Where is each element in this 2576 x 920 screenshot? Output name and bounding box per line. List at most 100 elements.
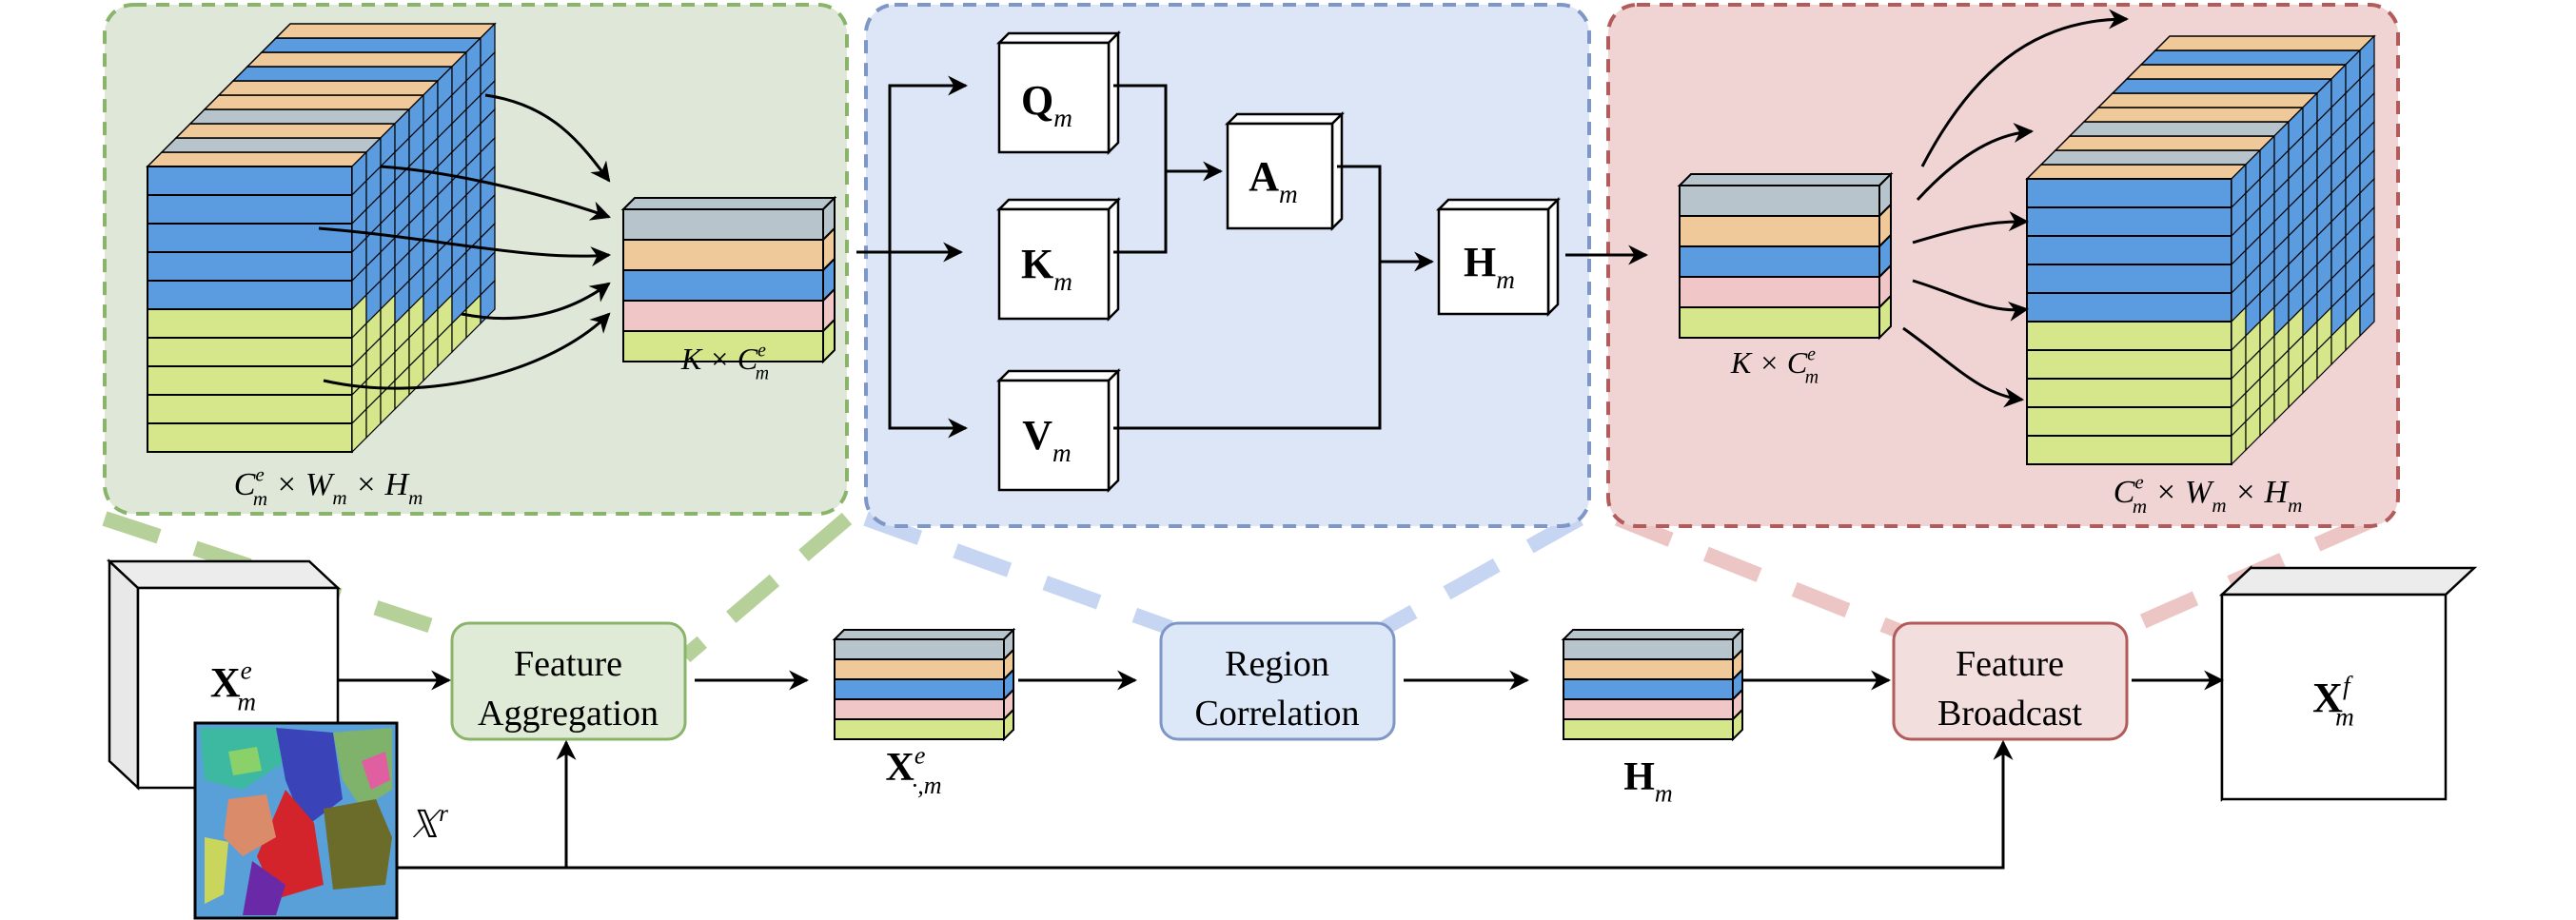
stack-row	[834, 718, 1005, 740]
stack-row	[834, 638, 1005, 660]
cube-front-row	[2026, 178, 2232, 208]
stack-top	[832, 629, 1016, 640]
stack-row	[1563, 678, 1734, 700]
stack-row	[1563, 658, 1734, 680]
panel-connectors	[102, 511, 2373, 663]
stack-top	[1677, 173, 1894, 186]
attention-arrows	[856, 75, 1649, 439]
cube-side-cell	[480, 279, 496, 325]
box-top	[1224, 112, 1346, 126]
cube-front-row	[2026, 235, 2232, 265]
cube-top-slice	[203, 94, 425, 110]
box-front	[997, 41, 1111, 154]
cube-top-slice	[2153, 35, 2376, 51]
pipeline-arrows	[338, 670, 2225, 870]
aggregation-line2: Aggregation	[478, 694, 659, 734]
stack-row	[1563, 638, 1734, 660]
label-v: Vm	[1022, 412, 1071, 467]
stack-side	[1732, 707, 1743, 742]
stack-row	[1679, 306, 1880, 339]
stack-row	[834, 658, 1005, 680]
cube-top-slice	[2082, 107, 2305, 123]
box-front	[1437, 207, 1550, 316]
cube-front-row	[147, 223, 353, 253]
cube-top-slice	[246, 51, 468, 68]
box-top	[1435, 198, 1562, 211]
stack-row	[622, 330, 824, 362]
cube-top-slice	[2054, 135, 2276, 151]
correlation-line1: Region	[1225, 644, 1329, 684]
label-xr: 𝕏r	[408, 801, 448, 846]
cube-front-row	[2026, 406, 2232, 437]
aggregation-line1: Feature	[514, 644, 622, 684]
cube-front-row	[2026, 349, 2232, 380]
correlated-features-stack	[1561, 627, 1745, 742]
cube-front-row	[2026, 264, 2232, 294]
region-correlation-module[interactable]: Region Correlation	[1159, 621, 1396, 741]
cube-top-slice	[260, 37, 482, 53]
stack-side	[822, 317, 836, 364]
box-front	[997, 207, 1111, 321]
stack-row	[1563, 698, 1734, 720]
cube-top-slice	[160, 137, 383, 153]
stack-row	[834, 678, 1005, 700]
cube-top-slice	[274, 23, 497, 39]
broadcast-arrows	[1902, 9, 2130, 408]
stack-row	[1679, 185, 1880, 217]
feature-broadcast-module[interactable]: Feature Broadcast	[1892, 621, 2129, 741]
cube-front-row	[147, 365, 353, 396]
cube-top-slice	[231, 66, 454, 82]
region-features-stack-broadcast	[1677, 171, 1894, 341]
cube-top-slice	[146, 151, 368, 167]
cube-front-row	[2026, 206, 2232, 237]
stack-side	[1878, 293, 1892, 341]
box-front	[1226, 122, 1334, 230]
broadcast-line1: Feature	[1956, 644, 2064, 684]
box-top	[995, 198, 1122, 211]
stack-row	[1679, 276, 1880, 308]
stack-row	[622, 239, 824, 271]
label-h_top: Hm	[1464, 239, 1515, 294]
region-segmentation-image	[193, 721, 399, 920]
cube-front-row	[147, 166, 353, 196]
label-k: Km	[1021, 241, 1072, 296]
aggregated-features-stack	[832, 627, 1016, 742]
box-top	[995, 369, 1122, 382]
cube-top-slice	[2125, 64, 2348, 80]
box-side	[1546, 196, 1560, 318]
stack-top	[620, 197, 837, 210]
cube-front-row	[147, 337, 353, 367]
cube-top-slice	[2111, 78, 2333, 94]
label-h_bottom: Hm	[1623, 755, 1672, 808]
cube-front-row	[2026, 321, 2232, 351]
stack-row	[1563, 718, 1734, 740]
label-a: Am	[1249, 153, 1297, 208]
cube-top-slice	[2139, 49, 2362, 66]
box-top	[2218, 566, 2478, 597]
cube-side-cell	[2359, 291, 2375, 338]
label-x_agg: Xe·,m	[885, 741, 941, 799]
stack-top	[1561, 629, 1745, 640]
cube-front-row	[147, 308, 353, 339]
cube-front-row	[2026, 378, 2232, 408]
stack-row	[622, 300, 824, 332]
feature-aggregation-module[interactable]: Feature Aggregation	[450, 621, 687, 741]
box-front	[2220, 593, 2448, 801]
output-feature-box	[2218, 565, 2478, 802]
cube-top-slice	[2039, 149, 2262, 166]
cube-front-row	[147, 394, 353, 424]
region-features-stack	[620, 195, 837, 364]
broadcast-line2: Broadcast	[1937, 694, 2082, 734]
cube-front-row	[147, 422, 353, 453]
cube-front-row	[147, 280, 353, 310]
stack-row	[1679, 215, 1880, 247]
box-side	[1107, 367, 1120, 494]
cube-top-slice	[2096, 92, 2319, 108]
stack-row	[834, 698, 1005, 720]
